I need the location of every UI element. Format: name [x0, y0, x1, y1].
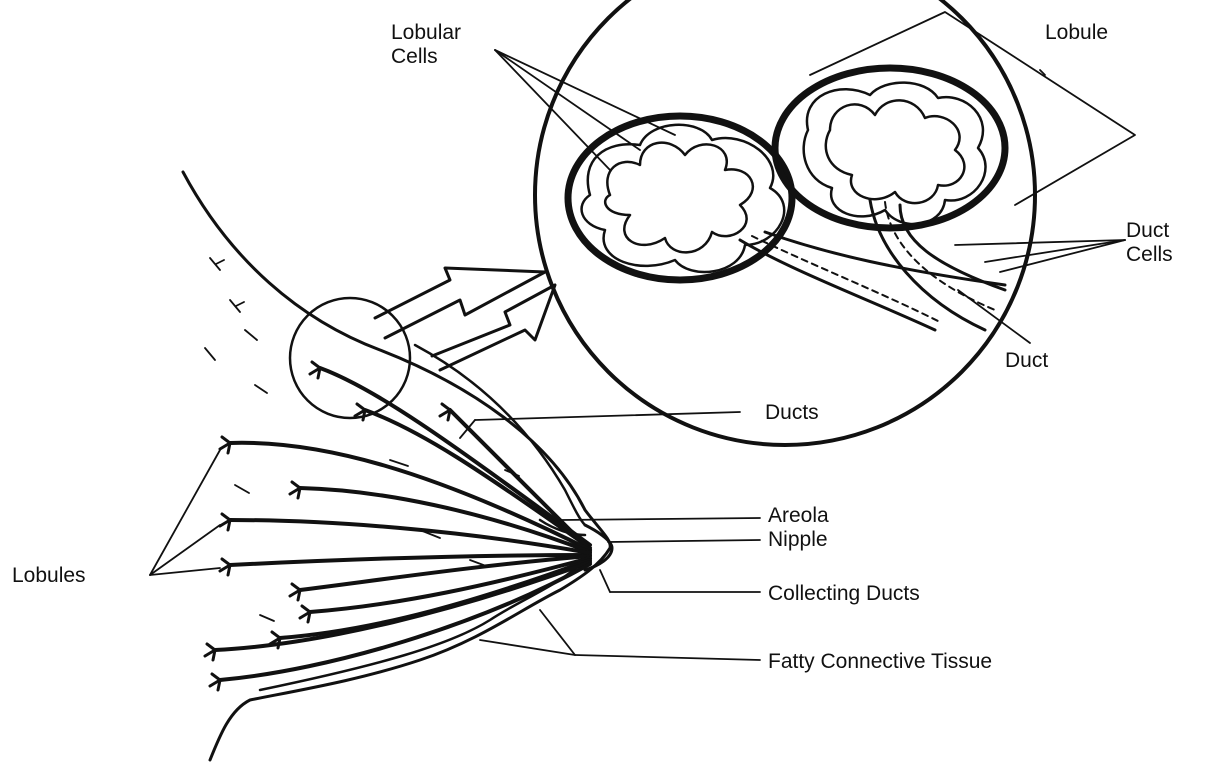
label-ducts: Ducts — [765, 402, 819, 424]
label-nipple: Nipple — [768, 529, 828, 551]
label-lobular-cells-2: Cells — [391, 46, 438, 68]
label-collecting-ducts: Collecting Ducts — [768, 583, 920, 605]
zoom-ducts — [740, 200, 1005, 330]
magnified-region-marker — [290, 298, 410, 418]
label-areola: Areola — [768, 505, 829, 527]
label-duct: Duct — [1005, 350, 1048, 372]
label-duct-cells-1: Duct — [1126, 220, 1169, 242]
label-lobular-cells-1: Lobular — [391, 22, 461, 44]
label-lobules: Lobules — [12, 565, 86, 587]
lobule-tips — [205, 362, 450, 690]
breast-outline — [183, 172, 610, 760]
lobule-right — [775, 68, 1005, 228]
label-fatty-tissue: Fatty Connective Tissue — [768, 651, 992, 673]
zoom-arrow-lower — [432, 285, 555, 370]
label-duct-cells-2: Cells — [1126, 244, 1173, 266]
label-lobule: Lobule — [1045, 22, 1108, 44]
lobule-left — [568, 116, 792, 280]
